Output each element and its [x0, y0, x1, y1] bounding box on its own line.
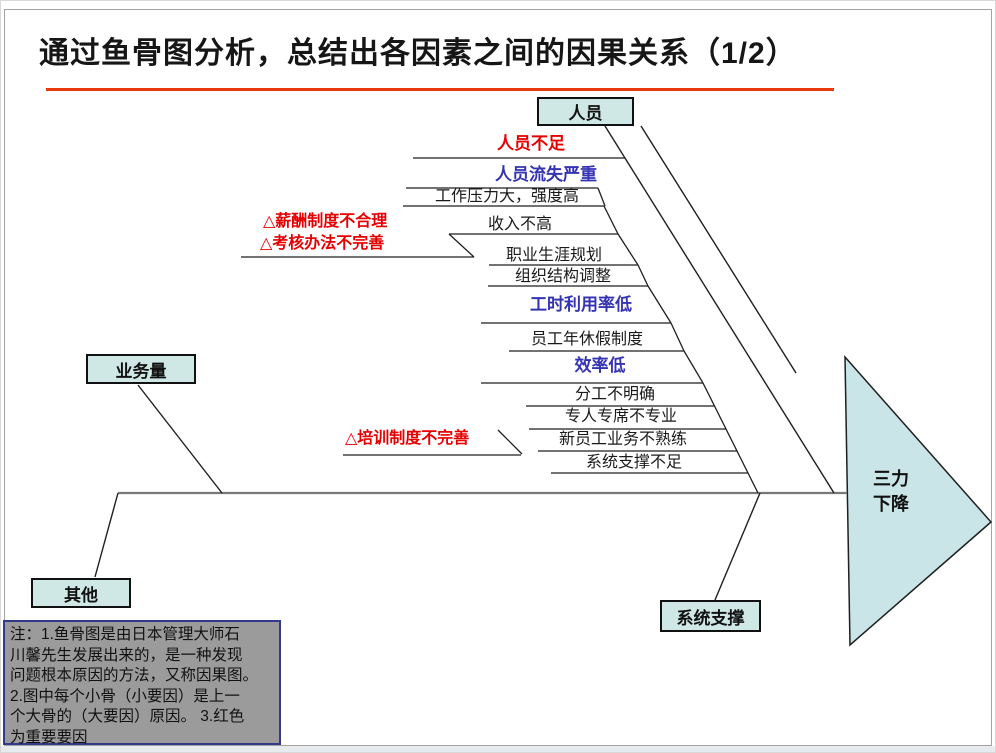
cause-understaffed: 人员不足 [497, 134, 565, 153]
note-line: 注：1.鱼骨图是由日本管理大师石 [10, 626, 240, 643]
category-label: 系统支撑 [676, 608, 745, 628]
app-bottom-strip [1, 746, 995, 752]
cause-new-staff-unskilled: 新员工业务不熟练 [558, 431, 688, 448]
cause-unclear-division: 分工不明确 [574, 386, 656, 403]
other-bone [94, 492, 119, 578]
category-box-system-support: 系统支撑 [660, 600, 761, 632]
note-line: 为重要要因 [10, 728, 88, 746]
category-label: 其他 [64, 585, 98, 605]
cause-appraisal-method: △考核办法不完善 [260, 235, 385, 252]
business-volume-bone [137, 384, 223, 494]
note-line: 个大骨的（大要因）原因。 3.红色 [10, 708, 245, 725]
category-box-other: 其他 [31, 578, 131, 608]
category-box-personnel: 人员 [537, 97, 634, 126]
cause-low-income: 收入不高 [487, 216, 553, 233]
cause-low-utilization: 工时利用率低 [530, 295, 632, 314]
cause-career-planning: 职业生涯规划 [505, 247, 603, 264]
system-support-bone [714, 492, 761, 601]
fish-head-label-line1: 三力 [873, 469, 909, 489]
category-box-business-volume: 业务量 [86, 354, 196, 384]
cause-training-system: △培训制度不完善 [345, 430, 470, 447]
cause-salary-system: △薪酬制度不合理 [263, 213, 388, 230]
cause-attrition: 人员流失严重 [495, 165, 597, 184]
note-line: 问题根本原因的方法，又称因果图。 [10, 667, 259, 684]
cause-annual-leave: 员工年休假制度 [530, 331, 644, 348]
fish-head-label: 三力 下降 [873, 467, 933, 517]
note-line: 2.图中每个小骨（小要因）是上一 [10, 687, 240, 705]
cause-org-restructuring: 组织结构调整 [514, 268, 612, 285]
title-accent-rule [46, 88, 834, 91]
cause-insufficient-system-support: 系统支撑不足 [585, 454, 683, 471]
fish-head-triangle [844, 354, 993, 647]
cause-low-efficiency: 效率低 [574, 356, 626, 375]
note-line: 川馨先生发展出来的，是一种发现 [10, 646, 243, 664]
category-label: 人员 [568, 104, 603, 123]
cause-work-pressure: 工作压力大，强度高 [434, 188, 580, 205]
salary-appraisal-branch [241, 233, 475, 258]
slide-title: 通过鱼骨图分析，总结出各因素之间的因果关系（1/2） [39, 37, 797, 70]
cause-not-specialized: 专人专席不专业 [564, 408, 678, 425]
training-branch [343, 429, 523, 456]
sub-bones [403, 157, 759, 494]
fish-head-label-line2: 下降 [873, 494, 909, 514]
personnel-bone [604, 125, 835, 494]
note-box: 注：1.鱼骨图是由日本管理大师石 川馨先生发展出来的，是一种发现 问题根本原因的… [3, 620, 281, 746]
category-label: 业务量 [115, 361, 167, 381]
